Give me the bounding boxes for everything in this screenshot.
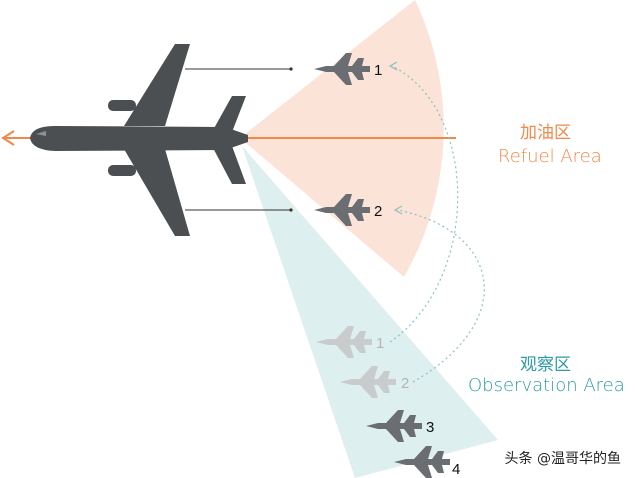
observation-zone	[242, 146, 498, 478]
refuel-area-label-zh: 加油区	[520, 123, 571, 143]
refuel-area-label-en: Refuel Area	[498, 146, 602, 167]
observation-area-label-zh: 观察区	[520, 355, 571, 375]
fighter-number-ghost-1: 1	[376, 335, 384, 352]
fighter-number-refuel-2: 2	[374, 203, 382, 220]
watermark: 头条 @温哥华的鱼	[504, 451, 621, 467]
return-path-2	[396, 209, 485, 383]
fighter-number-4: 4	[452, 461, 460, 478]
return-path-1	[389, 65, 459, 343]
fighter-number-refuel-1: 1	[374, 62, 382, 79]
observation-area-label-en: Observation Area	[468, 375, 625, 396]
arrow-left-icon	[1, 130, 15, 146]
fighter-number-3: 3	[426, 419, 434, 436]
tanker-aircraft	[30, 44, 248, 236]
fighter-number-ghost-2: 2	[401, 375, 409, 392]
